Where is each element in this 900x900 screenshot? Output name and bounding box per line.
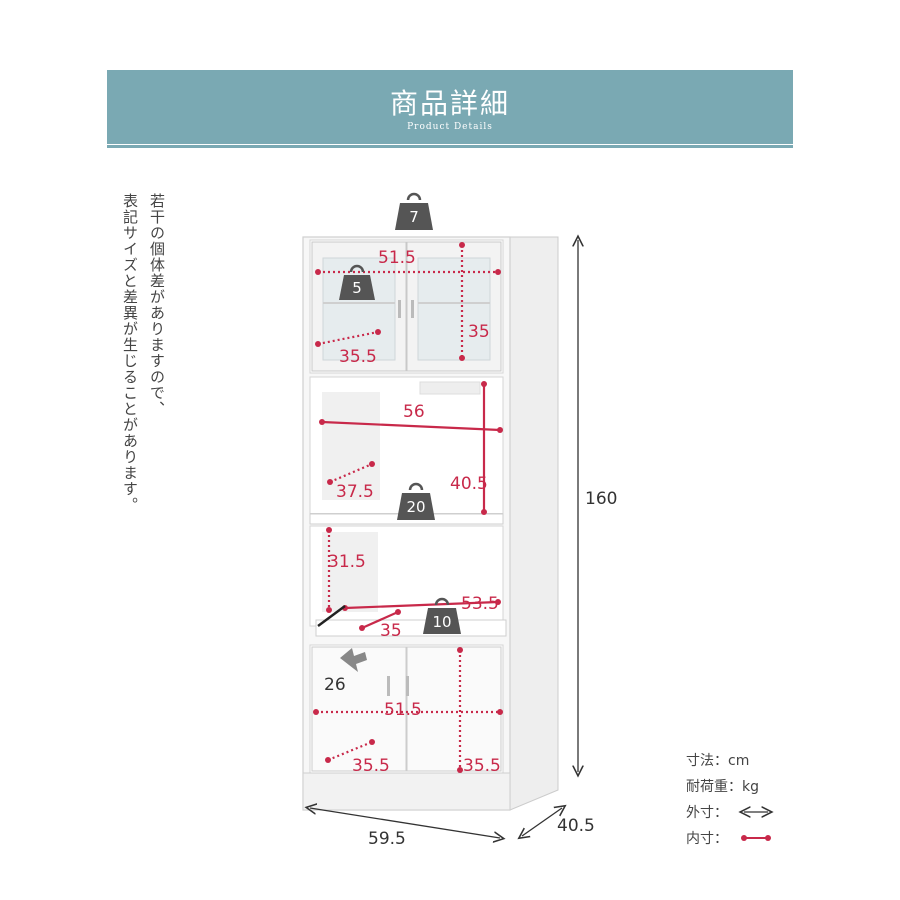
outer-width-line [310, 808, 500, 838]
middle-inner-width-label: 56 [403, 402, 425, 422]
weight-icon-upper [339, 264, 375, 300]
legend-inner: 内寸： [686, 831, 728, 847]
slide-shelf-depth-label: 35 [380, 621, 402, 641]
slide-shelf-width-line [344, 600, 499, 610]
middle-outlet-panel [419, 381, 481, 395]
load-top-value: 7 [409, 208, 419, 226]
load-slide-value: 10 [432, 613, 452, 631]
note-line-1: 若干の個体差がありますので、 [148, 193, 166, 417]
outer-depth-line [522, 808, 562, 836]
lower-back-shadow [322, 532, 378, 612]
upper-handle-left [398, 300, 401, 318]
lower-open-height-label: 31.5 [328, 552, 366, 572]
page-subtitle: Product Details [407, 122, 493, 132]
legend-outer: 外寸： [686, 805, 728, 821]
bottom-inner-depth-label: 35.5 [352, 756, 390, 776]
page-title: 商品詳細 [389, 87, 510, 120]
outer-width-label: 59.5 [368, 829, 406, 849]
cabinet-side-panel [509, 236, 559, 811]
load-upper-value: 5 [352, 279, 362, 297]
inner-middle-width-line [321, 420, 501, 432]
weight-icon-top [395, 192, 433, 230]
weight-icon-middle [397, 482, 435, 520]
slide-shelf-depth-line [361, 610, 399, 630]
slide-shelf-width-label: 53.5 [461, 594, 499, 614]
lower-handle-left [387, 676, 390, 696]
bottom-inner-width-label: 51.5 [384, 700, 422, 720]
legend-load-unit: 耐荷重：kg [686, 779, 759, 795]
middle-inner-depth-label: 37.5 [336, 482, 374, 502]
header-divider [107, 145, 793, 148]
inner-upper-depth-line [317, 330, 379, 346]
upper-glass-left [322, 257, 396, 361]
outer-height-label: 160 [585, 489, 618, 509]
slide-rail-left [317, 604, 346, 628]
middle-back-shadow [322, 392, 380, 500]
outer-depth-label: 40.5 [557, 816, 595, 836]
cabinet-base [302, 772, 511, 811]
slide-shelf [315, 619, 507, 637]
upper-handle-right [411, 300, 414, 318]
header-banner: 商品詳細 Product Details [107, 70, 793, 144]
slide-out-arrow [340, 648, 367, 672]
lower-door-right [406, 646, 502, 772]
upper-inner-width-label: 51.5 [378, 248, 416, 268]
upper-inner-height-label: 35 [468, 322, 490, 342]
lower-handle-right [406, 676, 409, 696]
middle-inner-height-label: 40.5 [450, 474, 488, 494]
lower-door-left [311, 646, 407, 772]
upper-glass-right [417, 257, 491, 361]
upper-inner-depth-label: 35.5 [339, 347, 377, 367]
slide-shelf-extension-label: 26 [324, 675, 346, 695]
inner-dimension-legend-icon [741, 835, 771, 841]
weight-icon-slide [423, 597, 461, 634]
note-line-2: 表記サイズと差異が生じることがあります。 [121, 193, 139, 513]
load-middle-value: 20 [406, 498, 426, 516]
bottom-inner-height-label: 35.5 [463, 756, 501, 776]
legend-size-unit: 寸法：cm [686, 753, 750, 769]
